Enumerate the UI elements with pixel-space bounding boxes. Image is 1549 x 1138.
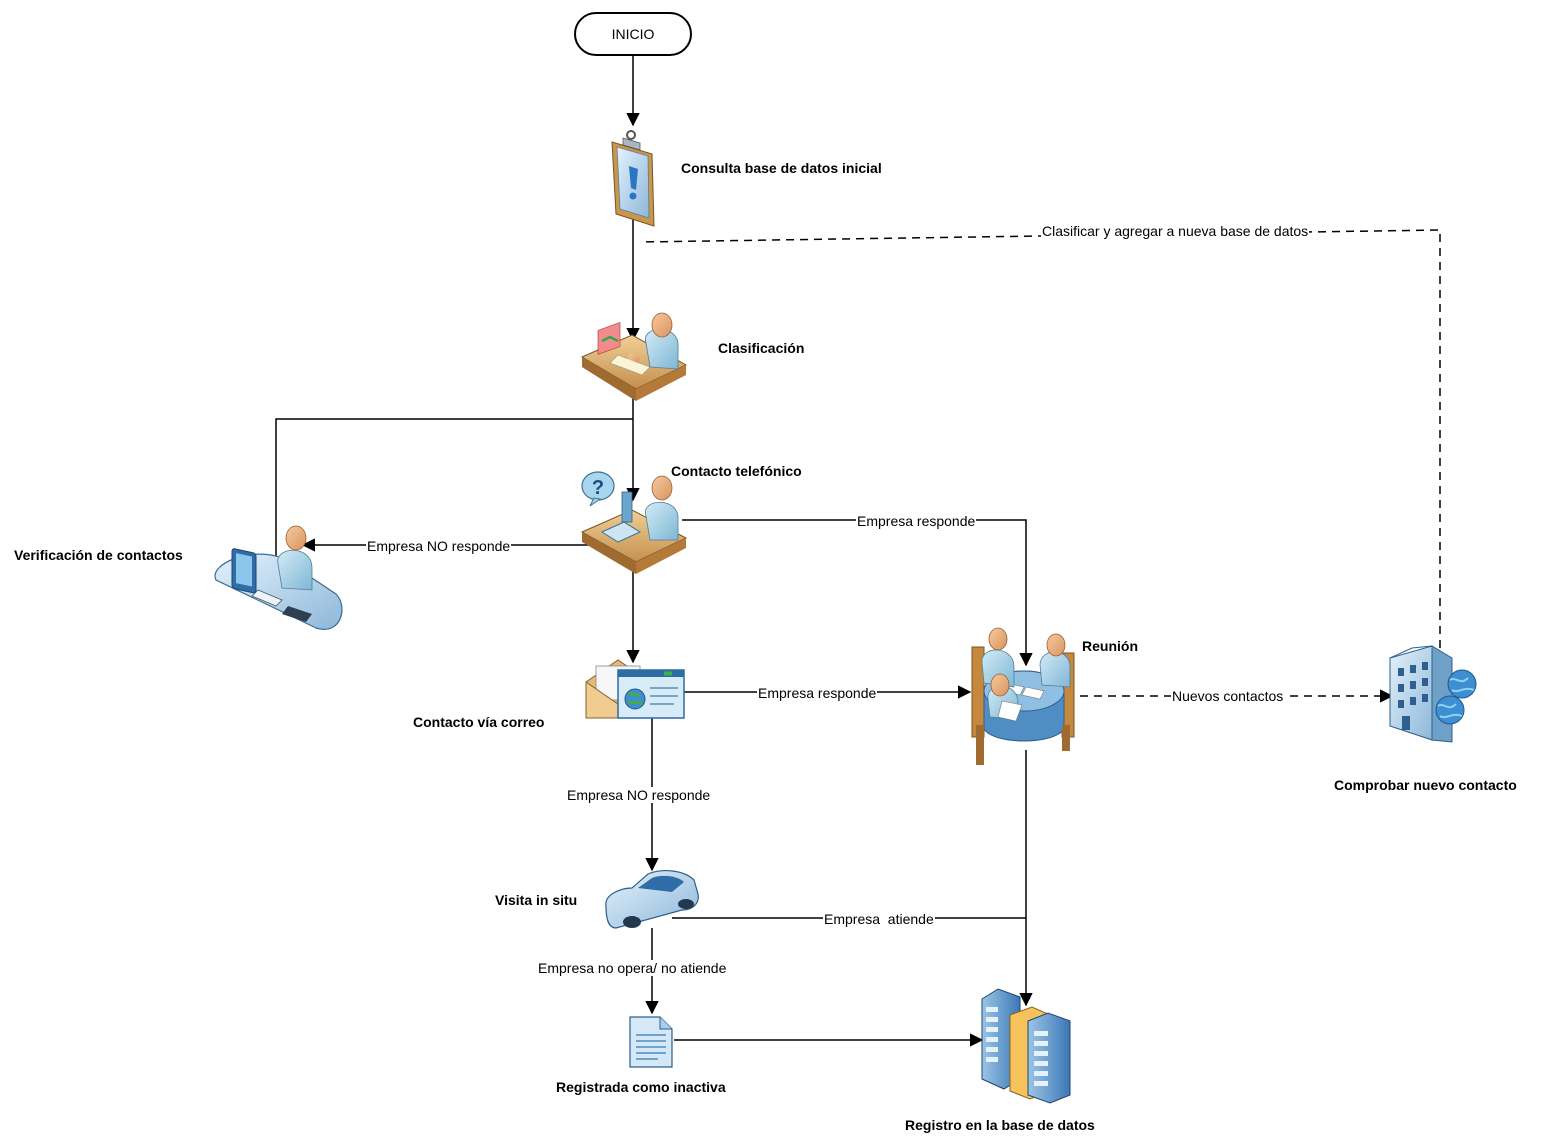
- start-node: INICIO: [574, 12, 692, 56]
- node-label-verificacion: Verificación de contactos: [14, 547, 183, 563]
- edge-clasificacion-verificacion: [275, 418, 633, 565]
- building-with-globes-icon: [1389, 645, 1477, 743]
- node-label-reunion: Reunión: [1082, 638, 1138, 654]
- node-label-visita: Visita in situ: [495, 892, 578, 908]
- person-sorting-documents-icon: [580, 312, 688, 401]
- node-label-clasificacion: Clasificación: [718, 340, 805, 356]
- edge-label-tel-responde: Empresa responde: [856, 513, 977, 529]
- node-label-consulta: Consulta base de datos inicial: [681, 160, 882, 176]
- node-label-comprobar: Comprobar nuevo contacto: [1334, 777, 1517, 793]
- mail-and-web-page-icon: [585, 659, 685, 719]
- edge-label-clasificar-agregar: Clasificar y agregar a nueva base de dat…: [1041, 223, 1310, 239]
- edge-tel-responde: [682, 519, 1033, 667]
- database-servers-icon: [981, 988, 1071, 1104]
- edge-label-tel-no-responde: Empresa NO responde: [366, 538, 512, 554]
- edge-clasificar-agregar: [639, 229, 1441, 648]
- meeting-table-icon: [971, 627, 1075, 765]
- node-label-inactiva: Registrada como inactiva: [556, 1079, 726, 1095]
- edge-label-nuevos-contactos: Nuevos contactos: [1171, 688, 1285, 704]
- edge-label-correo-no-responde: Empresa NO responde: [566, 787, 712, 803]
- edge-label-correo-responde: Empresa responde: [757, 685, 878, 701]
- edge-label-visita-atiende: Empresa atiende: [823, 911, 935, 927]
- person-at-computer-icon: [214, 525, 343, 630]
- car-icon: [605, 870, 699, 929]
- node-label-telefonico: Contacto telefónico: [671, 463, 802, 479]
- node-label-registro: Registro en la base de datos: [905, 1117, 1095, 1133]
- person-on-phone-icon: ?: [580, 471, 688, 574]
- edge-label-visita-no-opera: Empresa no opera/ no atiende: [537, 960, 728, 976]
- clipboard-alert-icon: [611, 130, 655, 227]
- svg-text:?: ?: [592, 477, 604, 499]
- document-icon: [629, 1016, 673, 1068]
- node-label-correo: Contacto vía correo: [413, 714, 545, 730]
